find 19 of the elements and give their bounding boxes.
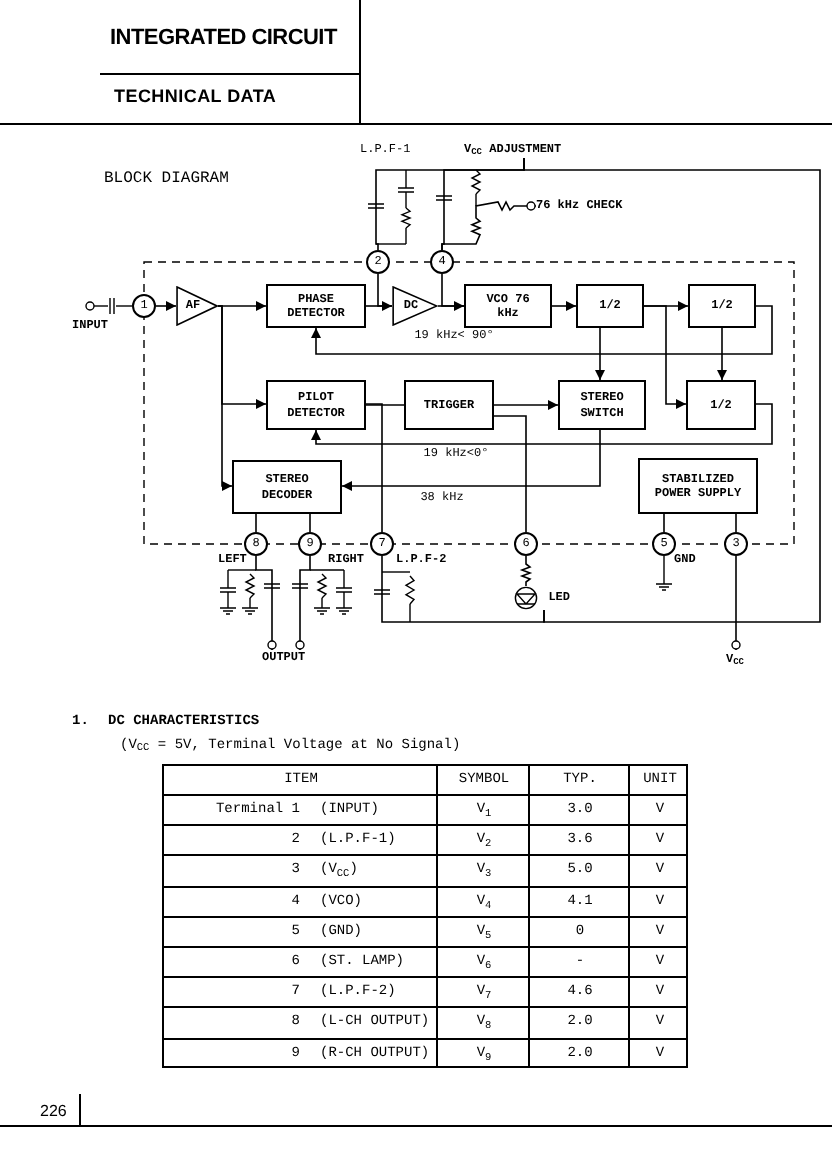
connector-arrow	[551, 301, 577, 311]
page-number: 226	[40, 1104, 67, 1120]
connector-arrow	[217, 301, 267, 311]
connector-arrow	[437, 301, 465, 311]
connector-arrow	[341, 429, 601, 491]
section-title: BLOCK DIAGRAM	[104, 172, 229, 188]
connector-arrow	[311, 403, 773, 445]
connector-arrow	[643, 305, 687, 409]
connector-arrow	[155, 301, 177, 311]
subheading: TECHNICAL DATA	[114, 88, 277, 106]
connector-arrow	[441, 273, 465, 307]
heading: INTEGRATED CIRCUIT	[110, 28, 337, 50]
connector-arrow	[365, 301, 393, 311]
connector-arrow	[493, 400, 559, 410]
connector-arrow	[595, 327, 605, 381]
connector-arrow	[311, 305, 773, 355]
connector-arrow	[377, 273, 393, 307]
connector-arrow	[217, 305, 233, 491]
connector-arrow	[717, 327, 727, 381]
